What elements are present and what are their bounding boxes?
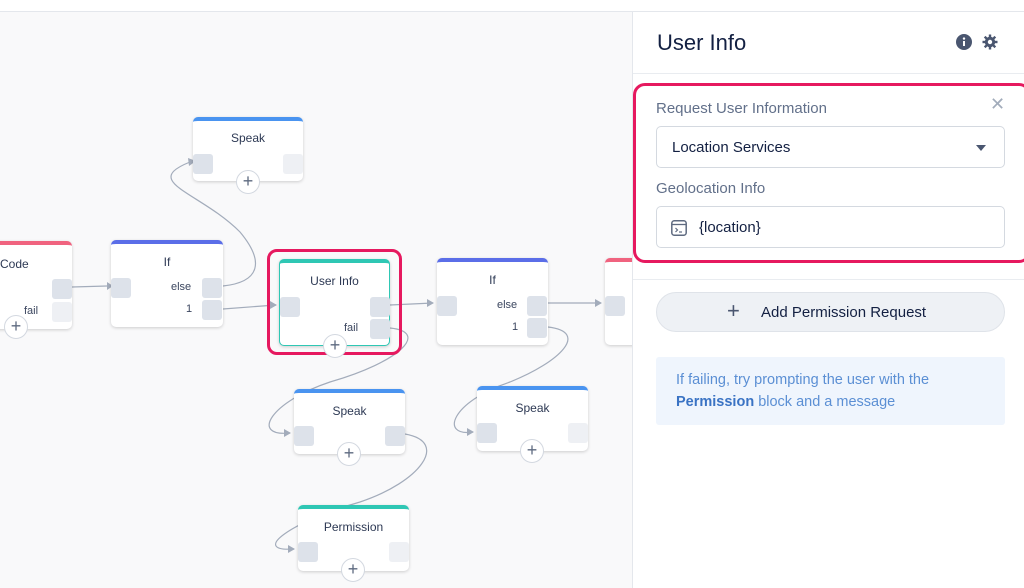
speak-block-middle-title: Speak (332, 404, 367, 418)
geo-input[interactable]: {location} (656, 206, 1005, 248)
geo-label: Geolocation Info (656, 180, 766, 197)
code-add-button[interactable]: + (4, 315, 28, 339)
if-block-2-else-port[interactable] (527, 296, 547, 316)
if-block-1-one-port[interactable] (202, 300, 222, 320)
if-block-2-else-label: else (497, 299, 518, 311)
variable-icon (671, 220, 687, 236)
code-fail-port[interactable] (52, 302, 72, 322)
speak-block-middle-output-port[interactable] (385, 426, 405, 446)
geo-input-value: {location} (699, 219, 761, 236)
if-block-1-else-port[interactable] (202, 278, 222, 298)
speak-middle-add-button[interactable]: + (337, 442, 361, 466)
if-block-1-one-label: 1 (186, 303, 193, 315)
if-block-2-title: If (489, 273, 496, 287)
speak-block-top[interactable]: Speak (193, 117, 303, 181)
user-info-block[interactable]: User Info fail (279, 259, 390, 346)
plus-icon: + (727, 298, 740, 323)
connector-if2-speak (453, 326, 569, 434)
speak-block-top-input-port[interactable] (193, 154, 213, 174)
gear-icon[interactable] (982, 34, 998, 50)
next-block-input-port[interactable] (605, 296, 625, 316)
user-info-add-button[interactable]: + (323, 334, 347, 358)
speak-right-add-button[interactable]: + (520, 439, 544, 463)
speak-block-right-title: Speak (515, 401, 550, 415)
user-info-block-title: User Info (310, 274, 359, 288)
speak-block-right-input-port[interactable] (477, 423, 497, 443)
add-permission-button[interactable]: + Add Permission Request (656, 292, 1005, 332)
code-block[interactable]: Code fail (0, 241, 72, 329)
speak-block-top-title: Speak (230, 131, 266, 145)
request-select[interactable]: Location Services (656, 126, 1005, 168)
connector-userinfo-speak (268, 327, 409, 434)
if-block-1[interactable]: If else 1 (111, 240, 223, 327)
user-info-output-port[interactable] (370, 297, 390, 317)
permission-input-port[interactable] (298, 542, 318, 562)
if-block-2-input-port[interactable] (437, 296, 457, 316)
code-block-title: Code (0, 257, 29, 271)
close-icon[interactable]: ✕ (990, 94, 1006, 114)
info-icon[interactable] (956, 34, 972, 50)
if-block-1-else-label: else (171, 281, 192, 293)
top-bar (0, 0, 1024, 12)
if-block-2-one-label: 1 (512, 321, 519, 333)
if-block-2[interactable]: If else 1 (437, 258, 548, 345)
flow-canvas[interactable]: Code fail + If else 1 Speak + User Info … (0, 12, 632, 588)
if-block-1-title: If (163, 255, 171, 269)
speak-top-add-button[interactable]: + (236, 170, 260, 194)
panel-header: User Info (633, 12, 1024, 74)
speak-block-right-output-port[interactable] (568, 423, 588, 443)
permission-link[interactable]: Permission (676, 394, 755, 410)
permission-output-port[interactable] (389, 542, 409, 562)
if-block-1-input-port[interactable] (111, 278, 131, 298)
connection-lines (71, 158, 602, 553)
panel-title: User Info (657, 30, 747, 55)
connector-code-if (71, 285, 108, 288)
request-label: Request User Information (656, 100, 827, 117)
connector-if-speak-top (170, 161, 257, 287)
if-block-2-one-port[interactable] (527, 318, 547, 338)
code-fail-label: fail (24, 305, 39, 317)
add-permission-label: Add Permission Request (761, 304, 927, 321)
permission-add-button[interactable]: + (341, 558, 365, 582)
user-info-fail-port[interactable] (370, 319, 390, 339)
connector-speak-permission (275, 433, 428, 550)
code-output-port[interactable] (52, 279, 72, 299)
user-info-fail-label: fail (344, 322, 359, 334)
request-select-value: Location Services (672, 139, 791, 156)
request-section: ✕ Request User Information Location Serv… (633, 74, 1024, 280)
speak-block-top-output-port[interactable] (283, 154, 303, 174)
next-block-partial[interactable] (605, 258, 632, 345)
section-highlight (633, 83, 1024, 263)
permission-block-title: Permission (323, 520, 384, 534)
hint-prefix: If failing, try prompting the user with … (676, 372, 930, 388)
chevron-down-icon (976, 145, 986, 151)
properties-panel: User Info ✕ Request User Information (632, 12, 1024, 588)
speak-block-middle-input-port[interactable] (294, 426, 314, 446)
hint-box: If failing, try prompting the user with … (656, 357, 1005, 425)
hint-suffix: block and a message (758, 394, 896, 410)
user-info-input-port[interactable] (280, 297, 300, 317)
connector-userinfo-if2 (389, 302, 434, 306)
